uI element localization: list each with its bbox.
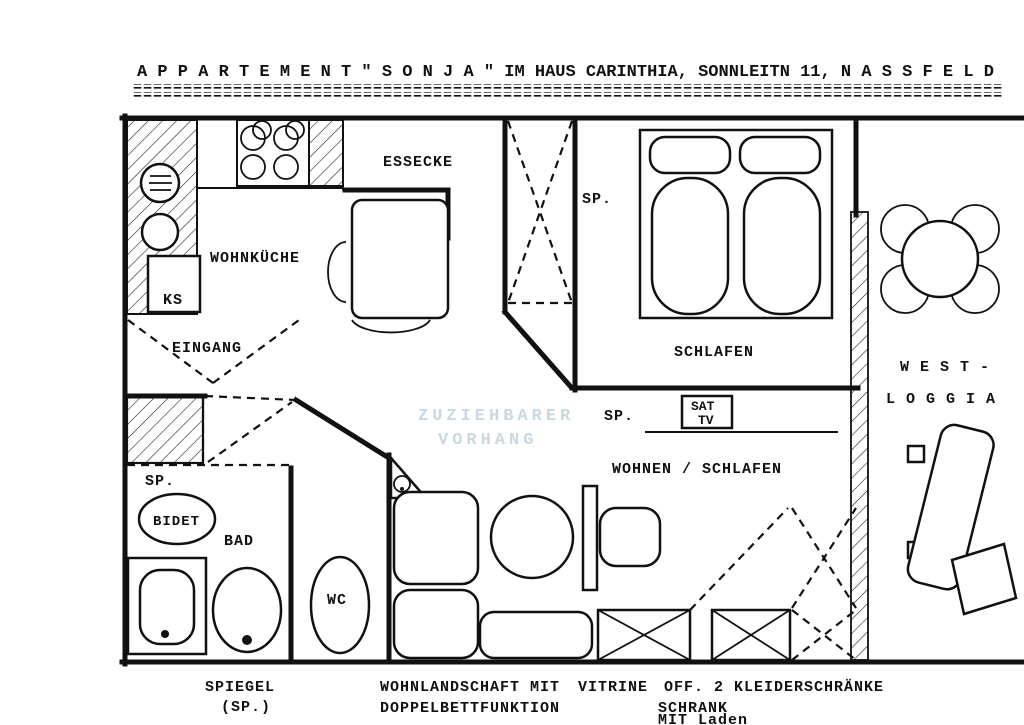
label-essecke: ESSECKE bbox=[383, 154, 453, 171]
mattress bbox=[650, 176, 730, 316]
label-schlafen: SCHLAFEN bbox=[674, 344, 754, 361]
label-eingang: EINGANG bbox=[172, 340, 242, 357]
loggia-table-set bbox=[880, 204, 1000, 314]
vitrine-cabinet bbox=[581, 484, 599, 592]
mattress bbox=[742, 176, 822, 316]
footrest bbox=[950, 542, 1018, 616]
burner-icon bbox=[240, 154, 266, 180]
caption-kleiderschraenke: OFF. 2 KLEIDERSCHRÄNKE bbox=[664, 679, 884, 696]
mirror-cabinet bbox=[125, 395, 205, 465]
label-west: W E S T - bbox=[900, 359, 990, 376]
label-wohnkueche: WOHNKÜCHE bbox=[210, 250, 300, 267]
chair bbox=[351, 319, 431, 334]
coffee-table bbox=[489, 494, 575, 580]
caption-spiegel-sp: (SP.) bbox=[221, 699, 271, 716]
caption-mit-laden: MIT Laden bbox=[658, 712, 748, 725]
sofa-piece bbox=[392, 490, 480, 586]
dining-table bbox=[350, 198, 450, 320]
sat-label: SAT bbox=[691, 399, 715, 414]
pillow bbox=[648, 135, 732, 175]
sink-basin-2 bbox=[140, 212, 180, 252]
caption-schrank: SCHRANK bbox=[658, 700, 728, 717]
label-sp-hall: SP. bbox=[604, 408, 634, 425]
bidet-fixture bbox=[137, 492, 217, 546]
label-wohnen-schlafen: WOHNEN / SCHLAFEN bbox=[612, 461, 782, 478]
label-wc: WC bbox=[327, 592, 347, 609]
label-bad: BAD bbox=[224, 533, 254, 550]
drain bbox=[161, 630, 169, 638]
caption-wohnlandschaft: WOHNLANDSCHAFT MIT bbox=[380, 679, 560, 696]
sofa-piece bbox=[478, 610, 594, 660]
caption-doppelbett: DOPPELBETTFUNKTION bbox=[380, 700, 560, 717]
label-sp-bad: SP. bbox=[145, 473, 175, 490]
counter-hatch bbox=[308, 119, 344, 187]
caption-spiegel: SPIEGEL bbox=[205, 679, 275, 696]
kitchen-counter bbox=[126, 119, 202, 315]
drain bbox=[242, 635, 252, 645]
dining-set bbox=[327, 198, 450, 334]
lounge-chair bbox=[906, 423, 1018, 616]
stove bbox=[236, 119, 344, 187]
sofa-landscape bbox=[392, 484, 662, 660]
round-table bbox=[900, 219, 980, 299]
burner-icon bbox=[273, 154, 299, 180]
burner-icon bbox=[252, 120, 272, 140]
fridge bbox=[146, 254, 202, 314]
label-bidet: BIDET bbox=[153, 514, 200, 530]
underline-row-2: ========================================… bbox=[133, 92, 1003, 100]
pillow bbox=[738, 135, 822, 175]
underline-row-1: ========================================… bbox=[133, 84, 1003, 92]
double-bed bbox=[638, 128, 834, 320]
washbasin bbox=[211, 566, 283, 654]
watermark: ZUZIEHBARER VORHANG bbox=[418, 407, 574, 450]
tv-label: TV bbox=[698, 413, 714, 428]
armchair bbox=[598, 506, 662, 568]
door-swing-lines bbox=[127, 120, 857, 661]
burner-icon bbox=[285, 120, 305, 140]
label-loggia: L O G G I A bbox=[886, 391, 996, 408]
watermark-line1: ZUZIEHBARER bbox=[418, 407, 574, 426]
watermark-line2: VORHANG bbox=[438, 431, 537, 450]
label-sp-closet: SP. bbox=[582, 191, 612, 208]
page-title: A P P A R T E M E N T " S O N J A " IM H… bbox=[137, 63, 994, 82]
curtain-strip bbox=[850, 211, 869, 661]
title-underline: ========================================… bbox=[133, 84, 1003, 100]
caption-vitrine: VITRINE bbox=[578, 679, 648, 696]
chair bbox=[327, 241, 347, 303]
bathroom-fixtures bbox=[125, 395, 429, 656]
sat-tv-unit: SAT TV bbox=[680, 394, 734, 430]
wardrobes bbox=[596, 608, 792, 662]
sofa-piece bbox=[392, 588, 480, 660]
label-ks: KS bbox=[163, 292, 183, 309]
toilet bbox=[309, 555, 371, 655]
